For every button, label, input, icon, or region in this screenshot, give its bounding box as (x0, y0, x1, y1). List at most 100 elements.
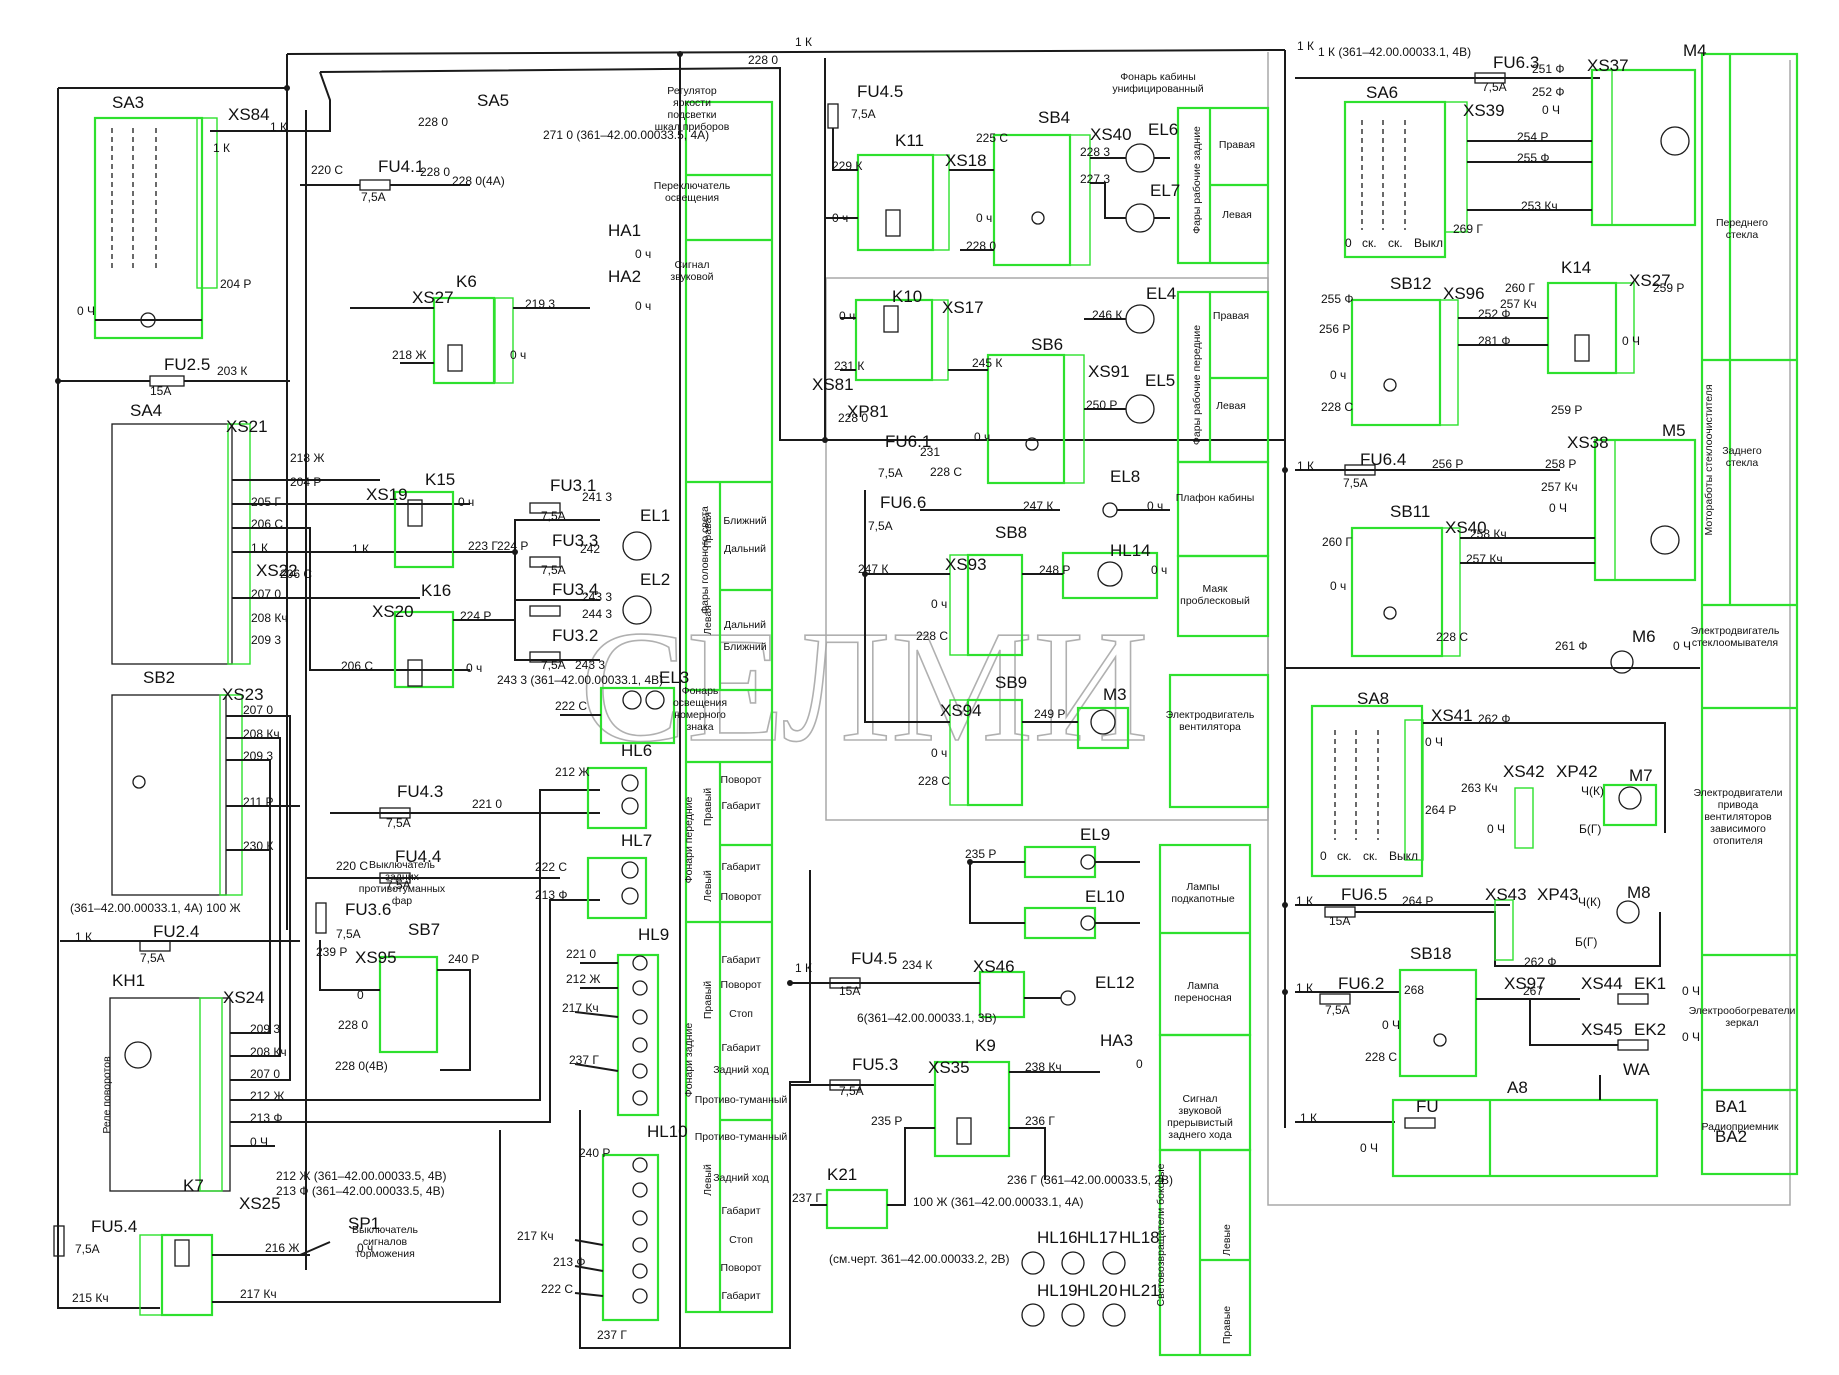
description-label: Радиоприемник (1701, 1121, 1778, 1133)
description-label: Левая (1216, 400, 1246, 412)
description-label: Левые (1221, 1224, 1233, 1256)
wire-label: 7,5А (386, 878, 411, 892)
description-label: Левая (1222, 209, 1252, 221)
sa6-pos-0: 0 (1345, 236, 1352, 250)
component-label: SA4 (130, 401, 162, 420)
wire-label: 0 Ч (1487, 822, 1505, 836)
component-label: K15 (425, 470, 455, 489)
component-label: XS91 (1088, 362, 1130, 381)
wire-label: 220 С (336, 859, 368, 873)
component-label: FU6.6 (880, 493, 926, 512)
wire-label: 228 0 (338, 1018, 368, 1032)
wire-label: 204 Р (290, 475, 321, 489)
sa6-pos-3: Выкл (1414, 236, 1443, 250)
wire-label: 261 Ф (1555, 639, 1587, 653)
description-label: Габарит (721, 954, 760, 966)
component-label: XP43 (1537, 885, 1579, 904)
component-label: BA1 (1715, 1097, 1747, 1116)
component-label: FU6.1 (885, 432, 931, 451)
wire-label: 1 К (352, 542, 369, 556)
wire-label: 213 Ф (250, 1111, 282, 1125)
component-label: HL14 (1110, 541, 1151, 560)
wire-label: 221 0 (566, 947, 596, 961)
component-label: XS27 (412, 288, 454, 307)
right-wiper-block (1343, 68, 1697, 674)
wire-label: 7,5А (1482, 80, 1507, 94)
wire-label: 6(361–42.00.00033.1, 3В) (857, 1011, 996, 1025)
wire-label: 7,5А (361, 190, 386, 204)
wire-label: Б(Г) (1579, 822, 1601, 836)
wire-label: 260 Г (1322, 535, 1352, 549)
component-label: XS27 (1629, 271, 1671, 290)
component-label: EL1 (640, 506, 670, 525)
wire-label: 230 К (243, 839, 273, 853)
wire-label: 7,5А (868, 519, 893, 533)
sa6-pos-2: ск. (1388, 236, 1403, 250)
component-label: SA5 (477, 91, 509, 110)
description-label: Плафон кабины (1176, 492, 1255, 504)
wire-label: 239 Р (316, 945, 347, 959)
wire-label: 264 Р (1402, 894, 1433, 908)
wire-label: 0 ч (635, 247, 651, 261)
wire-label: 217 Кч (240, 1287, 277, 1301)
component-label: XS21 (226, 417, 268, 436)
wire-label: 262 Ф (1524, 955, 1556, 969)
wire-label: 0 Ч (1425, 735, 1443, 749)
wire-label: 256 Р (1432, 457, 1463, 471)
component-label: FU3.4 (552, 580, 598, 599)
wire-label: 0 ч (1330, 368, 1346, 382)
junction-dots (55, 51, 1288, 995)
wire-label: 241 3 (582, 490, 612, 504)
description-label: Фонари задние (683, 1023, 695, 1098)
wire-label: 207 0 (251, 587, 281, 601)
component-label: HL19 (1037, 1281, 1078, 1300)
description-label: Поворот (721, 774, 762, 786)
wire-label: 235 Р (871, 1114, 902, 1128)
wire-label: 0 ч (832, 211, 848, 225)
wire-label: 235 Р (965, 847, 996, 861)
description-label: Фары головного света (699, 506, 711, 614)
wire-label: 7,5А (75, 1242, 100, 1256)
wire-label: 247 К (858, 562, 888, 576)
component-label: SB7 (408, 920, 440, 939)
wire-label: 228 0 (420, 165, 450, 179)
wire-label: 259 Р (1551, 403, 1582, 417)
wire-label: 1 К (213, 141, 230, 155)
sb7-switch (319, 940, 471, 1071)
right-heater-block (1310, 704, 1666, 1178)
wire-label: 257 Кч (1466, 552, 1503, 566)
component-label: XS93 (945, 555, 987, 574)
component-label: HL6 (621, 741, 652, 760)
wire-label: 228 3 (1080, 145, 1110, 159)
description-label: Задний ход (713, 1064, 769, 1076)
wire-label: Ч(К) (1581, 784, 1604, 798)
component-label: XS24 (223, 988, 265, 1007)
wire-label: 0 ч (635, 299, 651, 313)
wire-label: 209 3 (250, 1022, 280, 1036)
wire-label: 15А (839, 984, 860, 998)
wire-label: 0 ч (357, 1241, 373, 1255)
wire-label: 219 3 (525, 297, 555, 311)
wire-label: 231 К (834, 359, 864, 373)
description-label: Правая (1219, 139, 1255, 151)
wire-label: 7,5А (336, 927, 361, 941)
wire-label: 218 Ж (392, 348, 426, 362)
wire-label: 257 Кч (1541, 480, 1578, 494)
middle-lower-block (790, 845, 1140, 1327)
wire-label: 228 С (1436, 630, 1468, 644)
wire-label: 228 С (930, 465, 962, 479)
wire-label: 262 Ф (1478, 712, 1510, 726)
component-label: SB11 (1390, 502, 1430, 521)
component-label: XS40 (1090, 125, 1132, 144)
wire-label: 1 К (1300, 1111, 1317, 1125)
wire-label: 1 К (1296, 981, 1313, 995)
component-label: HA1 (608, 221, 641, 240)
